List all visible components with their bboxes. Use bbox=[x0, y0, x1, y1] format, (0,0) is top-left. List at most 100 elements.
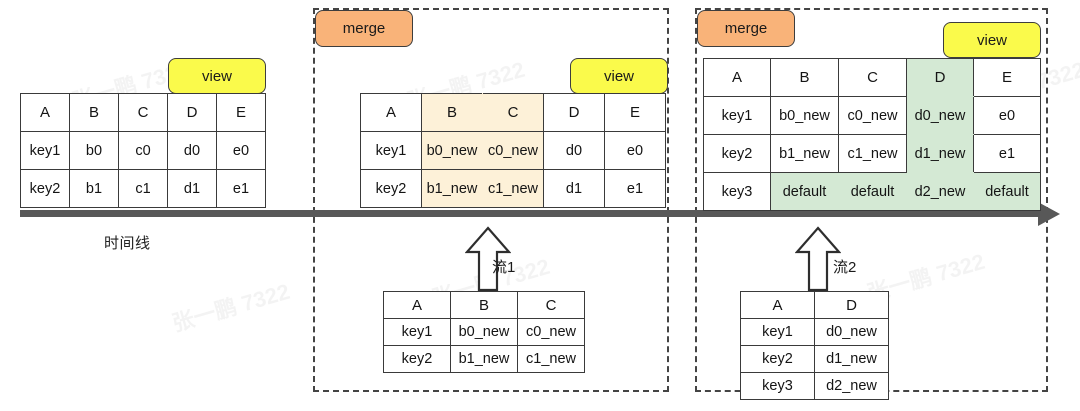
table-cell: d0_new bbox=[906, 96, 974, 135]
table-header-row: A B C bbox=[383, 291, 585, 319]
table-cell: d2_new bbox=[906, 172, 974, 211]
table-header-cell: B bbox=[450, 291, 518, 319]
stage3-input-table: A D key1 d0_new key2 d1_new key3 d2_new bbox=[740, 291, 889, 400]
timeline-arrowhead bbox=[1038, 201, 1060, 226]
table-cell: e1 bbox=[604, 169, 666, 208]
table-header-cell: B bbox=[69, 93, 119, 132]
table-header-row: A B C D E bbox=[360, 93, 666, 132]
table-row: key1 b0_new c0_new d0_new e0 bbox=[703, 96, 1041, 135]
table-header-row: A B C D E bbox=[703, 58, 1041, 97]
table-cell: b0_new bbox=[450, 318, 518, 346]
table-cell: key1 bbox=[20, 131, 70, 170]
stage2-table: A B C D E key1 b0_new c0_new d0 e0 key2 … bbox=[360, 93, 666, 208]
table-header-cell: B bbox=[770, 58, 839, 97]
table-cell: d1_new bbox=[906, 134, 974, 173]
table-cell: c0 bbox=[118, 131, 168, 170]
table-cell: default bbox=[838, 172, 907, 211]
timeline-label: 时间线 bbox=[104, 235, 151, 252]
stage2-flow-label: 流1 bbox=[492, 259, 516, 276]
stage2-merge-badge[interactable]: merge bbox=[315, 10, 413, 47]
table-cell: d0_new bbox=[814, 318, 889, 346]
table-cell: key1 bbox=[383, 318, 451, 346]
table-row: key2 b1_new c1_new d1_new e1 bbox=[703, 134, 1041, 173]
table-row: key2 b1_new c1_new bbox=[383, 345, 585, 373]
stage3-flow-label: 流2 bbox=[833, 259, 857, 276]
table-cell: b0_new bbox=[770, 96, 839, 135]
table-cell: b1_new bbox=[421, 169, 483, 208]
table-header-cell: A bbox=[383, 291, 451, 319]
table-cell: d1 bbox=[543, 169, 605, 208]
table-row: key2 d1_new bbox=[740, 345, 889, 373]
watermark: 张一鹏 7322 bbox=[168, 274, 293, 338]
table-cell: d2_new bbox=[814, 372, 889, 400]
table-cell: key2 bbox=[383, 345, 451, 373]
table-cell: key3 bbox=[703, 172, 771, 211]
table-header-cell: A bbox=[20, 93, 70, 132]
stage1-view-badge[interactable]: view bbox=[168, 58, 266, 94]
table-header-cell: D bbox=[167, 93, 217, 132]
table-cell: c1 bbox=[118, 169, 168, 208]
stage3-table: A B C D E key1 b0_new c0_new d0_new e0 k… bbox=[703, 58, 1041, 211]
stage3-merge-badge[interactable]: merge bbox=[697, 10, 795, 47]
table-header-cell: C bbox=[482, 93, 544, 132]
table-header-row: A D bbox=[740, 291, 889, 319]
table-cell: d0 bbox=[167, 131, 217, 170]
table-header-cell: E bbox=[973, 58, 1041, 97]
table-cell: key2 bbox=[703, 134, 771, 173]
table-cell: b1_new bbox=[450, 345, 518, 373]
table-row: key1 b0 c0 d0 e0 bbox=[20, 131, 266, 170]
timeline-bar bbox=[20, 210, 1040, 217]
table-header-cell: C bbox=[838, 58, 907, 97]
table-cell: e0 bbox=[604, 131, 666, 170]
table-cell: c1_new bbox=[838, 134, 907, 173]
table-row: key1 d0_new bbox=[740, 318, 889, 346]
table-cell: c1_new bbox=[517, 345, 585, 373]
table-cell: e0 bbox=[216, 131, 266, 170]
table-cell: key2 bbox=[360, 169, 422, 208]
stage2-flow-arrow-icon bbox=[465, 226, 511, 292]
table-cell: b1 bbox=[69, 169, 119, 208]
table-header-cell: A bbox=[703, 58, 771, 97]
table-row: key1 b0_new c0_new bbox=[383, 318, 585, 346]
table-cell: e1 bbox=[216, 169, 266, 208]
table-cell: b0_new bbox=[421, 131, 483, 170]
table-header-cell: E bbox=[216, 93, 266, 132]
table-header-cell: E bbox=[604, 93, 666, 132]
table-cell: default bbox=[770, 172, 839, 211]
table-cell: key2 bbox=[740, 345, 815, 373]
table-row: key3 d2_new bbox=[740, 372, 889, 400]
table-row: key1 b0_new c0_new d0 e0 bbox=[360, 131, 666, 170]
table-header-cell: A bbox=[740, 291, 815, 319]
table-cell: d1_new bbox=[814, 345, 889, 373]
table-header-cell: D bbox=[906, 58, 974, 97]
stage1-table: A B C D E key1 b0 c0 d0 e0 key2 b1 c1 d1… bbox=[20, 93, 266, 208]
table-header-row: A B C D E bbox=[20, 93, 266, 132]
stage3-flow-arrow-icon bbox=[795, 226, 841, 292]
stage2-view-badge[interactable]: view bbox=[570, 58, 668, 94]
table-cell: key1 bbox=[360, 131, 422, 170]
table-cell: e1 bbox=[973, 134, 1041, 173]
table-header-cell: D bbox=[814, 291, 889, 319]
table-cell: key2 bbox=[20, 169, 70, 208]
table-cell: c0_new bbox=[517, 318, 585, 346]
table-cell: key3 bbox=[740, 372, 815, 400]
table-row: key2 b1_new c1_new d1 e1 bbox=[360, 169, 666, 208]
stage3-view-badge[interactable]: view bbox=[943, 22, 1041, 58]
table-cell: e0 bbox=[973, 96, 1041, 135]
table-cell: b0 bbox=[69, 131, 119, 170]
stage2-input-table: A B C key1 b0_new c0_new key2 b1_new c1_… bbox=[383, 291, 585, 373]
table-cell: d0 bbox=[543, 131, 605, 170]
table-header-cell: A bbox=[360, 93, 422, 132]
table-cell: key1 bbox=[740, 318, 815, 346]
table-header-cell: B bbox=[421, 93, 483, 132]
table-cell: c0_new bbox=[482, 131, 544, 170]
table-row: key2 b1 c1 d1 e1 bbox=[20, 169, 266, 208]
table-header-cell: C bbox=[118, 93, 168, 132]
table-cell: key1 bbox=[703, 96, 771, 135]
stage2-boundary bbox=[313, 8, 669, 392]
table-cell: c0_new bbox=[838, 96, 907, 135]
table-cell: c1_new bbox=[482, 169, 544, 208]
table-row: key3 default default d2_new default bbox=[703, 172, 1041, 211]
table-cell: default bbox=[973, 172, 1041, 211]
